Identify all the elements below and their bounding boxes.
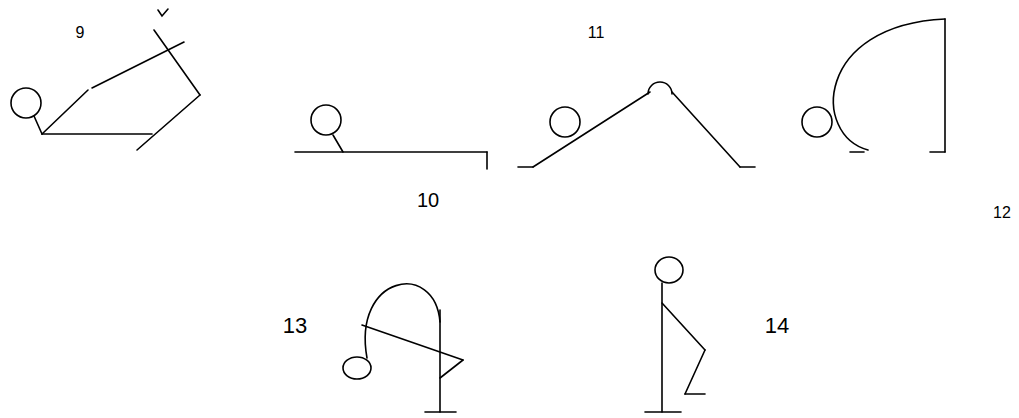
callout-number: 14 [765, 315, 789, 337]
pose-figure [295, 105, 487, 169]
pose-figure [802, 19, 945, 152]
callout-number: 11 [588, 25, 605, 41]
pose-figure [645, 257, 705, 412]
pose-figure [518, 82, 755, 167]
callout-number: 12 [993, 205, 1011, 221]
callout-number: 9 [76, 25, 85, 41]
pose-figure [343, 284, 463, 412]
callout-number: 10 [417, 190, 439, 210]
pose-figure [11, 9, 200, 150]
callout-number: 13 [283, 315, 307, 337]
